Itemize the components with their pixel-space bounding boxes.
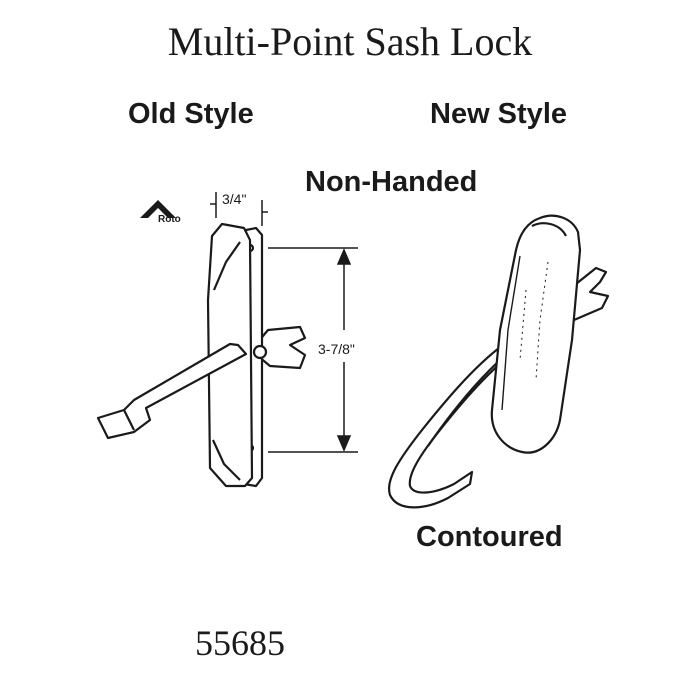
new-style-label: New Style bbox=[430, 98, 567, 130]
non-handed-label: Non-Handed bbox=[305, 166, 478, 198]
new-style-lock-drawing bbox=[387, 214, 610, 509]
page-title: Multi-Point Sash Lock bbox=[167, 19, 533, 64]
height-dimension: 3-7/8" bbox=[268, 247, 358, 453]
width-dimension: 3/4" bbox=[210, 191, 268, 226]
height-dimension-label: 3-7/8" bbox=[318, 341, 355, 357]
old-style-label: Old Style bbox=[128, 98, 254, 130]
roto-logo-icon: Roto bbox=[140, 200, 181, 225]
contoured-label: Contoured bbox=[416, 521, 563, 553]
width-dimension-label: 3/4" bbox=[222, 191, 246, 207]
part-number: 55685 bbox=[195, 623, 285, 663]
roto-logo-text: Roto bbox=[158, 214, 181, 225]
old-style-lock-drawing bbox=[96, 222, 307, 488]
